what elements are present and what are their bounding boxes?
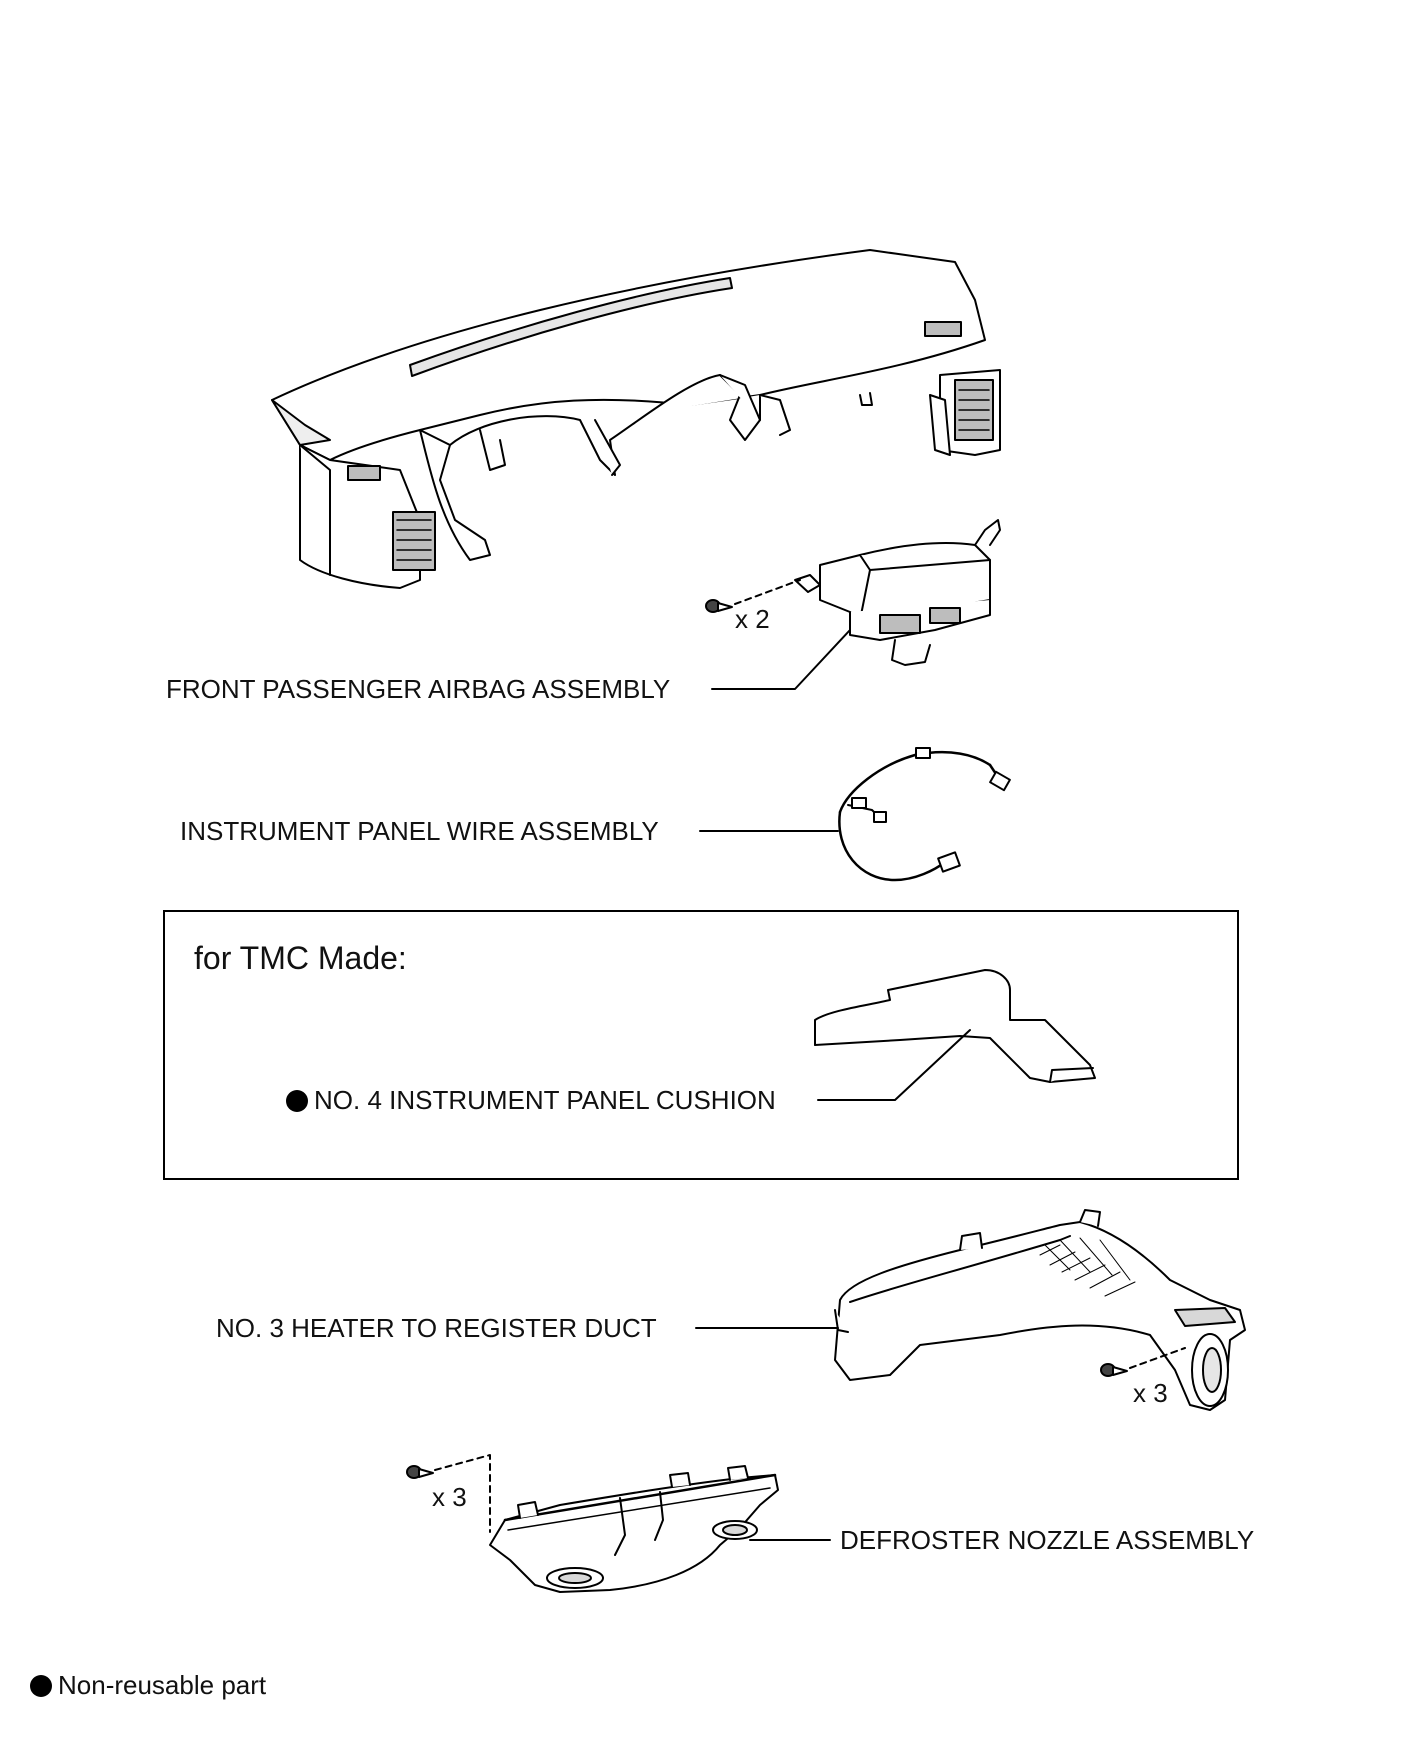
- defroster-screw-quantity: x 3: [432, 1482, 467, 1512]
- heater-duct-label: NO. 3 HEATER TO REGISTER DUCT: [216, 1313, 657, 1343]
- cushion-label-text: NO. 4 INSTRUMENT PANEL CUSHION: [314, 1085, 776, 1115]
- cushion-label: NO. 4 INSTRUMENT PANEL CUSHION: [286, 1085, 776, 1115]
- tmc-made-heading: for TMC Made:: [194, 940, 407, 976]
- duct-screw-icon: [1100, 1363, 1128, 1377]
- airbag-leader-line: [711, 629, 851, 690]
- legend-text: Non-reusable part: [58, 1670, 267, 1700]
- airbag-screw-quantity: x 2: [735, 604, 770, 634]
- defroster-nozzle-label: DEFROSTER NOZZLE ASSEMBLY: [840, 1525, 1255, 1555]
- tmc-made-section: [163, 910, 1239, 1180]
- airbag-assembly-label: FRONT PASSENGER AIRBAG ASSEMBLY: [166, 674, 671, 704]
- defroster-screw-icon: [406, 1465, 434, 1479]
- legend-dot-icon: [30, 1675, 52, 1697]
- heater-duct-drawing: [834, 1209, 1246, 1411]
- wire-assembly-label: INSTRUMENT PANEL WIRE ASSEMBLY: [180, 816, 659, 846]
- non-reusable-dot-icon: [286, 1090, 308, 1112]
- cushion-drawing: [814, 969, 1096, 1083]
- cushion-leader-line: [817, 1029, 971, 1101]
- airbag-screw-icon: [705, 599, 733, 613]
- defroster-nozzle-drawing: [406, 1454, 779, 1593]
- airbag-assembly-drawing: [705, 519, 1001, 666]
- wire-harness-drawing: [838, 747, 1011, 882]
- duct-screw-quantity: x 3: [1133, 1378, 1168, 1408]
- instrument-panel-drawing: [271, 249, 1001, 589]
- legend-non-reusable: Non-reusable part: [30, 1670, 266, 1700]
